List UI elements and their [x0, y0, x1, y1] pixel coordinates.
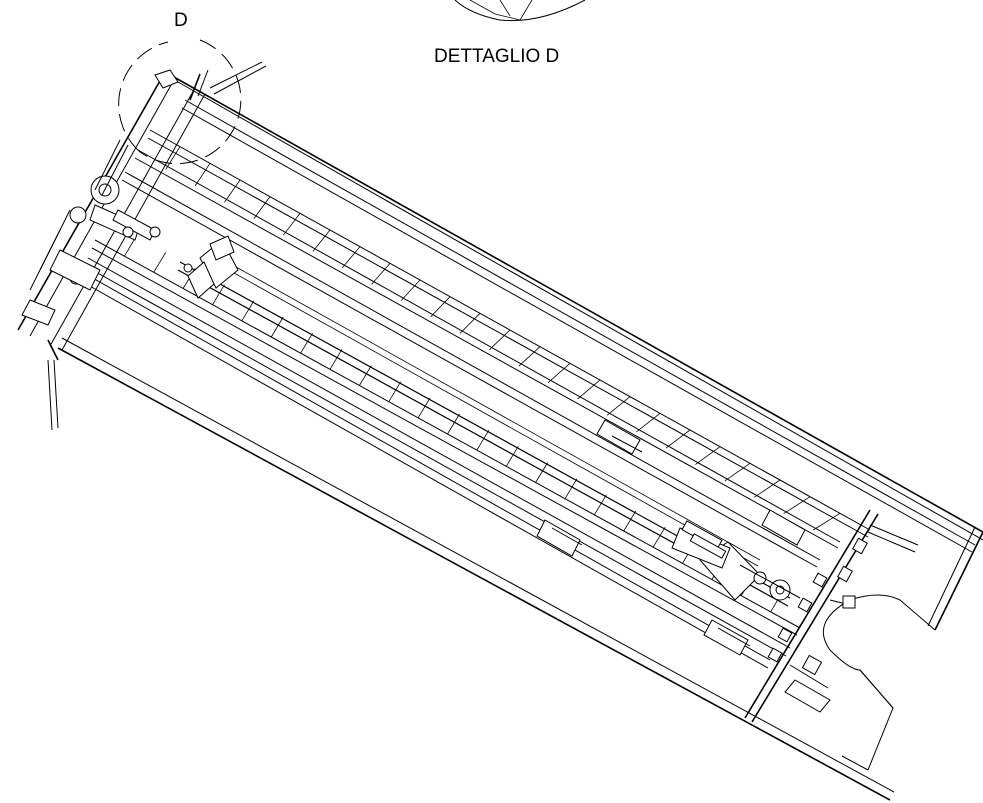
detail-d-marker: D — [118, 10, 242, 165]
slat-divider — [253, 196, 271, 219]
machine-frame — [17, 71, 983, 801]
detail-d-partial-view — [454, 0, 586, 22]
slat-divider — [241, 300, 255, 322]
slat-divider — [665, 429, 691, 449]
slat-divider — [564, 478, 578, 499]
slat-divider — [341, 246, 361, 269]
belt-slats — [124, 146, 841, 613]
slat-divider — [329, 349, 343, 370]
slat-divider — [283, 213, 301, 236]
slat-divider — [623, 510, 637, 532]
right-crossbar — [744, 509, 919, 723]
slat-divider — [212, 284, 225, 305]
right-end-outline — [822, 594, 936, 771]
slat-divider — [153, 252, 167, 273]
detail-label: D — [174, 10, 188, 31]
rails — [71, 99, 976, 669]
slat-divider — [518, 346, 541, 367]
slat-divider — [388, 381, 402, 402]
left-carriage — [183, 235, 239, 299]
slat-divider — [652, 526, 666, 548]
slat-divider — [695, 446, 721, 465]
slat-divider — [783, 496, 811, 515]
slat-divider — [606, 396, 631, 416]
left-end-mechanism — [21, 61, 267, 431]
slat-divider — [489, 329, 511, 351]
right-carriage — [671, 520, 801, 601]
slat-divider — [430, 296, 451, 318]
slat-divider — [312, 229, 331, 252]
slat-divider — [724, 463, 751, 482]
slat-divider — [577, 379, 601, 400]
slat-divider — [224, 179, 241, 203]
slat-divider — [400, 279, 421, 301]
slat-divider — [270, 316, 284, 338]
slat-divider — [547, 363, 571, 383]
rail-brackets — [536, 419, 806, 656]
slat-divider — [371, 263, 391, 285]
slat-divider — [459, 313, 481, 334]
slat-divider — [753, 479, 781, 498]
slat-divider — [300, 332, 313, 354]
slat-divider — [447, 413, 460, 435]
slat-divider — [417, 397, 431, 419]
slat-divider — [812, 512, 841, 531]
detail-caption: DETTAGLIO D — [434, 46, 559, 67]
slat-divider — [505, 446, 519, 467]
slat-divider — [476, 429, 490, 451]
slat-divider — [636, 413, 661, 433]
slat-divider — [165, 146, 181, 170]
slat-divider — [535, 462, 548, 483]
slat-divider — [194, 163, 211, 187]
slat-divider — [594, 494, 607, 516]
slat-divider — [359, 365, 372, 386]
